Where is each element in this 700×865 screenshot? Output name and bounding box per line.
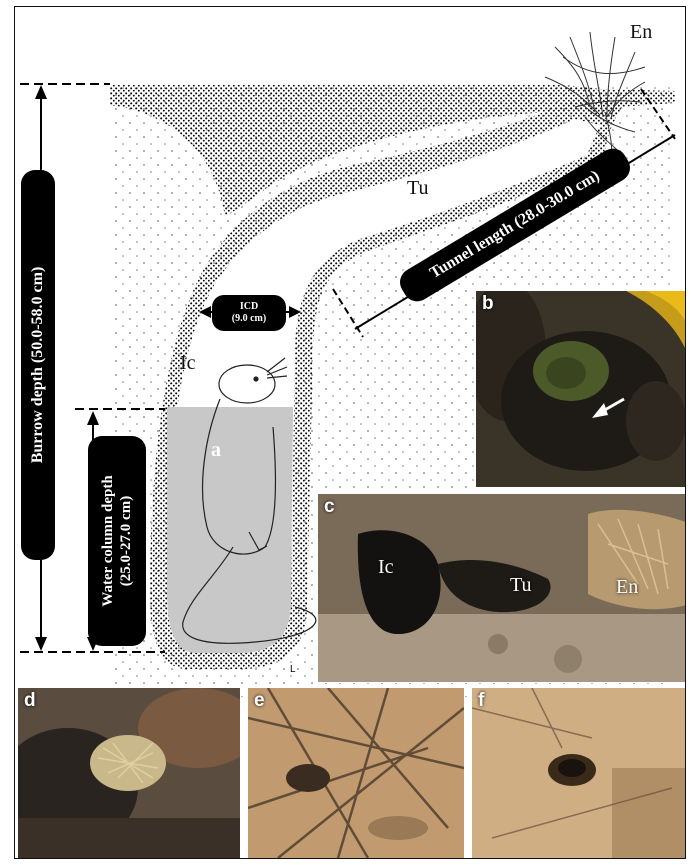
water-column-badge: Water column depth (25.0-27.0 cm) xyxy=(88,436,146,646)
photo-f: f xyxy=(471,687,686,859)
photo-c-chamber-label: Ic xyxy=(378,556,394,579)
photo-c: c Ic Tu En xyxy=(317,493,686,683)
panel-label-e: e xyxy=(254,690,265,712)
dimension-arrow-icon xyxy=(35,85,47,99)
water-column-value: (25.0-27.0 cm) xyxy=(117,496,135,586)
chamber-label: Ic xyxy=(180,352,196,375)
figure-frame: L En Tu Ic a Burrow depth (50.0-58.0 cm)… xyxy=(14,6,686,859)
panel-label-b: b xyxy=(482,293,494,315)
photo-b-image xyxy=(476,291,686,487)
entrance-label: En xyxy=(630,21,652,44)
burrow-depth-badge: Burrow depth (50.0-58.0 cm) xyxy=(21,170,55,560)
photo-d-image xyxy=(18,688,240,858)
panel-label-d: d xyxy=(24,690,36,712)
icd-label: ICD xyxy=(240,301,258,313)
photo-e-image xyxy=(248,688,464,858)
panel-label-c: c xyxy=(324,496,335,518)
icd-value: (9.0 cm) xyxy=(232,313,266,325)
photo-c-entrance-label: En xyxy=(616,576,638,599)
animal-label: a xyxy=(211,439,221,462)
panel-label-f: f xyxy=(478,690,484,712)
water-column-label: Water column depth xyxy=(99,475,117,606)
icd-badge: ICD (9.0 cm) xyxy=(212,295,286,331)
photo-f-image xyxy=(472,688,686,858)
dimension-arrow-icon xyxy=(87,411,99,425)
corner-mark: L xyxy=(290,664,296,675)
photo-d: d xyxy=(17,687,241,859)
photo-c-tunnel-label: Tu xyxy=(510,574,532,597)
dimension-arrow-icon xyxy=(35,637,47,651)
photo-b: b xyxy=(475,290,686,488)
tunnel-label: Tu xyxy=(407,177,429,200)
photo-e: e xyxy=(247,687,465,859)
